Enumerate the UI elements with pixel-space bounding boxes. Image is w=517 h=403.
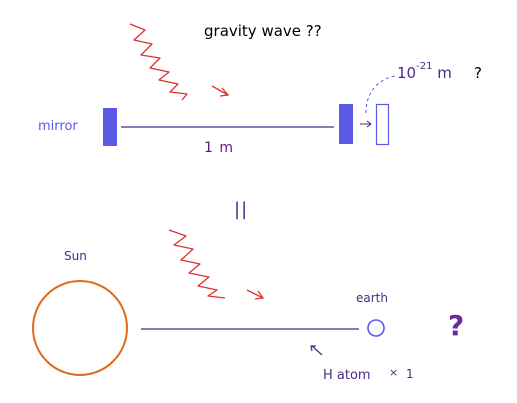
title-label: gravity wave ??: [204, 22, 322, 40]
h-atom-label: H atom: [323, 368, 371, 383]
mirror-left: [103, 108, 117, 146]
leader-dashed: [365, 75, 396, 114]
displacement-exponent: -21: [416, 61, 433, 72]
mirror-right: [339, 104, 353, 144]
gravity-wave-bottom: [168, 229, 226, 299]
question-mark: ?: [448, 309, 465, 342]
sun-circle: [32, 280, 128, 376]
earth-circle: [367, 319, 385, 337]
gravity-wave-top-arrowhead: [219, 87, 230, 97]
displacement-unit: m: [437, 64, 452, 82]
gravity-wave-bottom-arrow: [246, 289, 264, 299]
gravity-wave-bottom-arrowhead: [254, 290, 265, 300]
times-sign: ×: [389, 366, 399, 379]
displacement-base: 10: [397, 64, 417, 82]
length-label: 1 m: [204, 140, 234, 156]
h-atom-pointer: [311, 345, 323, 356]
earth-label: earth: [356, 291, 388, 305]
equals-sign: ||: [234, 199, 249, 220]
mirror-label: mirror: [38, 119, 78, 134]
h-atom-pointer-head: [310, 345, 316, 352]
mirror-displaced: [375, 103, 390, 146]
displacement-question: ?: [474, 64, 482, 82]
multiplier-one: 1: [406, 367, 414, 381]
sun-label: Sun: [64, 249, 87, 263]
gravity-wave-top-arrow: [211, 85, 229, 96]
shift-arrowhead: [366, 120, 372, 128]
displacement-label: 10-21 m: [397, 62, 452, 82]
gravity-wave-top: [129, 23, 188, 101]
